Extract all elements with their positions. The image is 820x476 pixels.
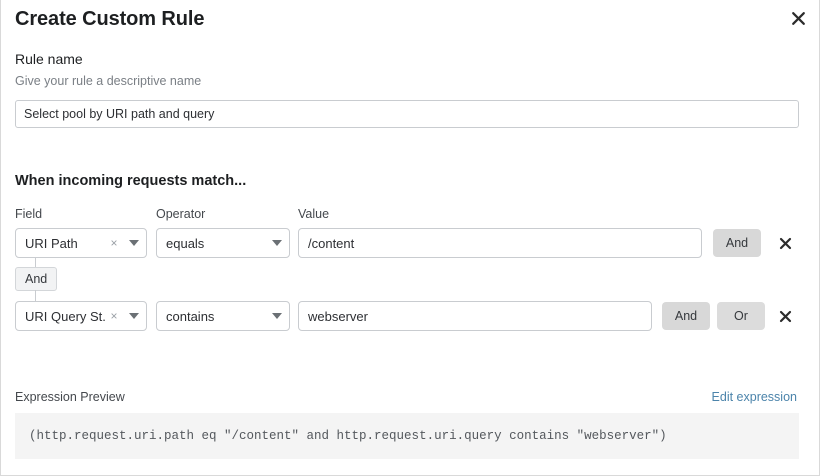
delete-condition-button-row-2[interactable] — [775, 306, 795, 326]
close-icon — [791, 11, 805, 25]
and-button-row-2[interactable]: And — [662, 302, 710, 330]
column-header-operator: Operator — [156, 207, 206, 221]
delete-condition-button-row-1[interactable] — [775, 233, 795, 253]
field-select-value-row-2: URI Query St... — [25, 308, 106, 324]
match-section-title: When incoming requests match... — [15, 173, 247, 189]
value-input-row-2[interactable] — [298, 301, 652, 331]
rule-name-hint: Give your rule a descriptive name — [15, 74, 202, 88]
clear-icon[interactable]: × — [110, 236, 118, 250]
chevron-down-icon — [265, 240, 289, 246]
condition-row: URI Query St... × contains And Or — [1, 301, 820, 331]
expression-preview-code: (http.request.uri.path eq "/content" and… — [15, 413, 799, 459]
connector-and-badge[interactable]: And — [15, 267, 58, 291]
and-button-row-1[interactable]: And — [713, 229, 761, 257]
close-dialog-button[interactable] — [785, 5, 811, 31]
expression-preview-label: Expression Preview — [15, 390, 125, 404]
value-input-row-1[interactable] — [298, 228, 702, 258]
column-header-field: Field — [15, 207, 43, 221]
rule-name-label: Rule name — [15, 51, 83, 67]
page-title: Create Custom Rule — [15, 8, 205, 30]
connector-line-bottom — [35, 290, 36, 301]
field-select-row-2[interactable]: URI Query St... × — [15, 301, 147, 331]
chevron-down-icon — [122, 240, 146, 246]
chevron-down-icon — [265, 313, 289, 319]
operator-select-row-2[interactable]: contains — [156, 301, 290, 331]
field-select-row-1[interactable]: URI Path × — [15, 228, 147, 258]
condition-row: URI Path × equals And — [1, 228, 820, 258]
operator-select-value-row-2: contains — [166, 308, 215, 324]
or-button-row-2[interactable]: Or — [717, 302, 765, 330]
rule-name-input[interactable] — [15, 100, 799, 128]
close-icon — [779, 237, 791, 249]
close-icon — [779, 310, 791, 322]
connector-line-top — [35, 258, 36, 269]
field-select-value-row-1: URI Path — [25, 235, 78, 251]
operator-select-value-row-1: equals — [166, 235, 205, 251]
column-header-value: Value — [298, 207, 330, 221]
edit-expression-link[interactable]: Edit expression — [711, 390, 797, 404]
chevron-down-icon — [122, 313, 146, 319]
clear-icon[interactable]: × — [110, 309, 118, 323]
operator-select-row-1[interactable]: equals — [156, 228, 290, 258]
